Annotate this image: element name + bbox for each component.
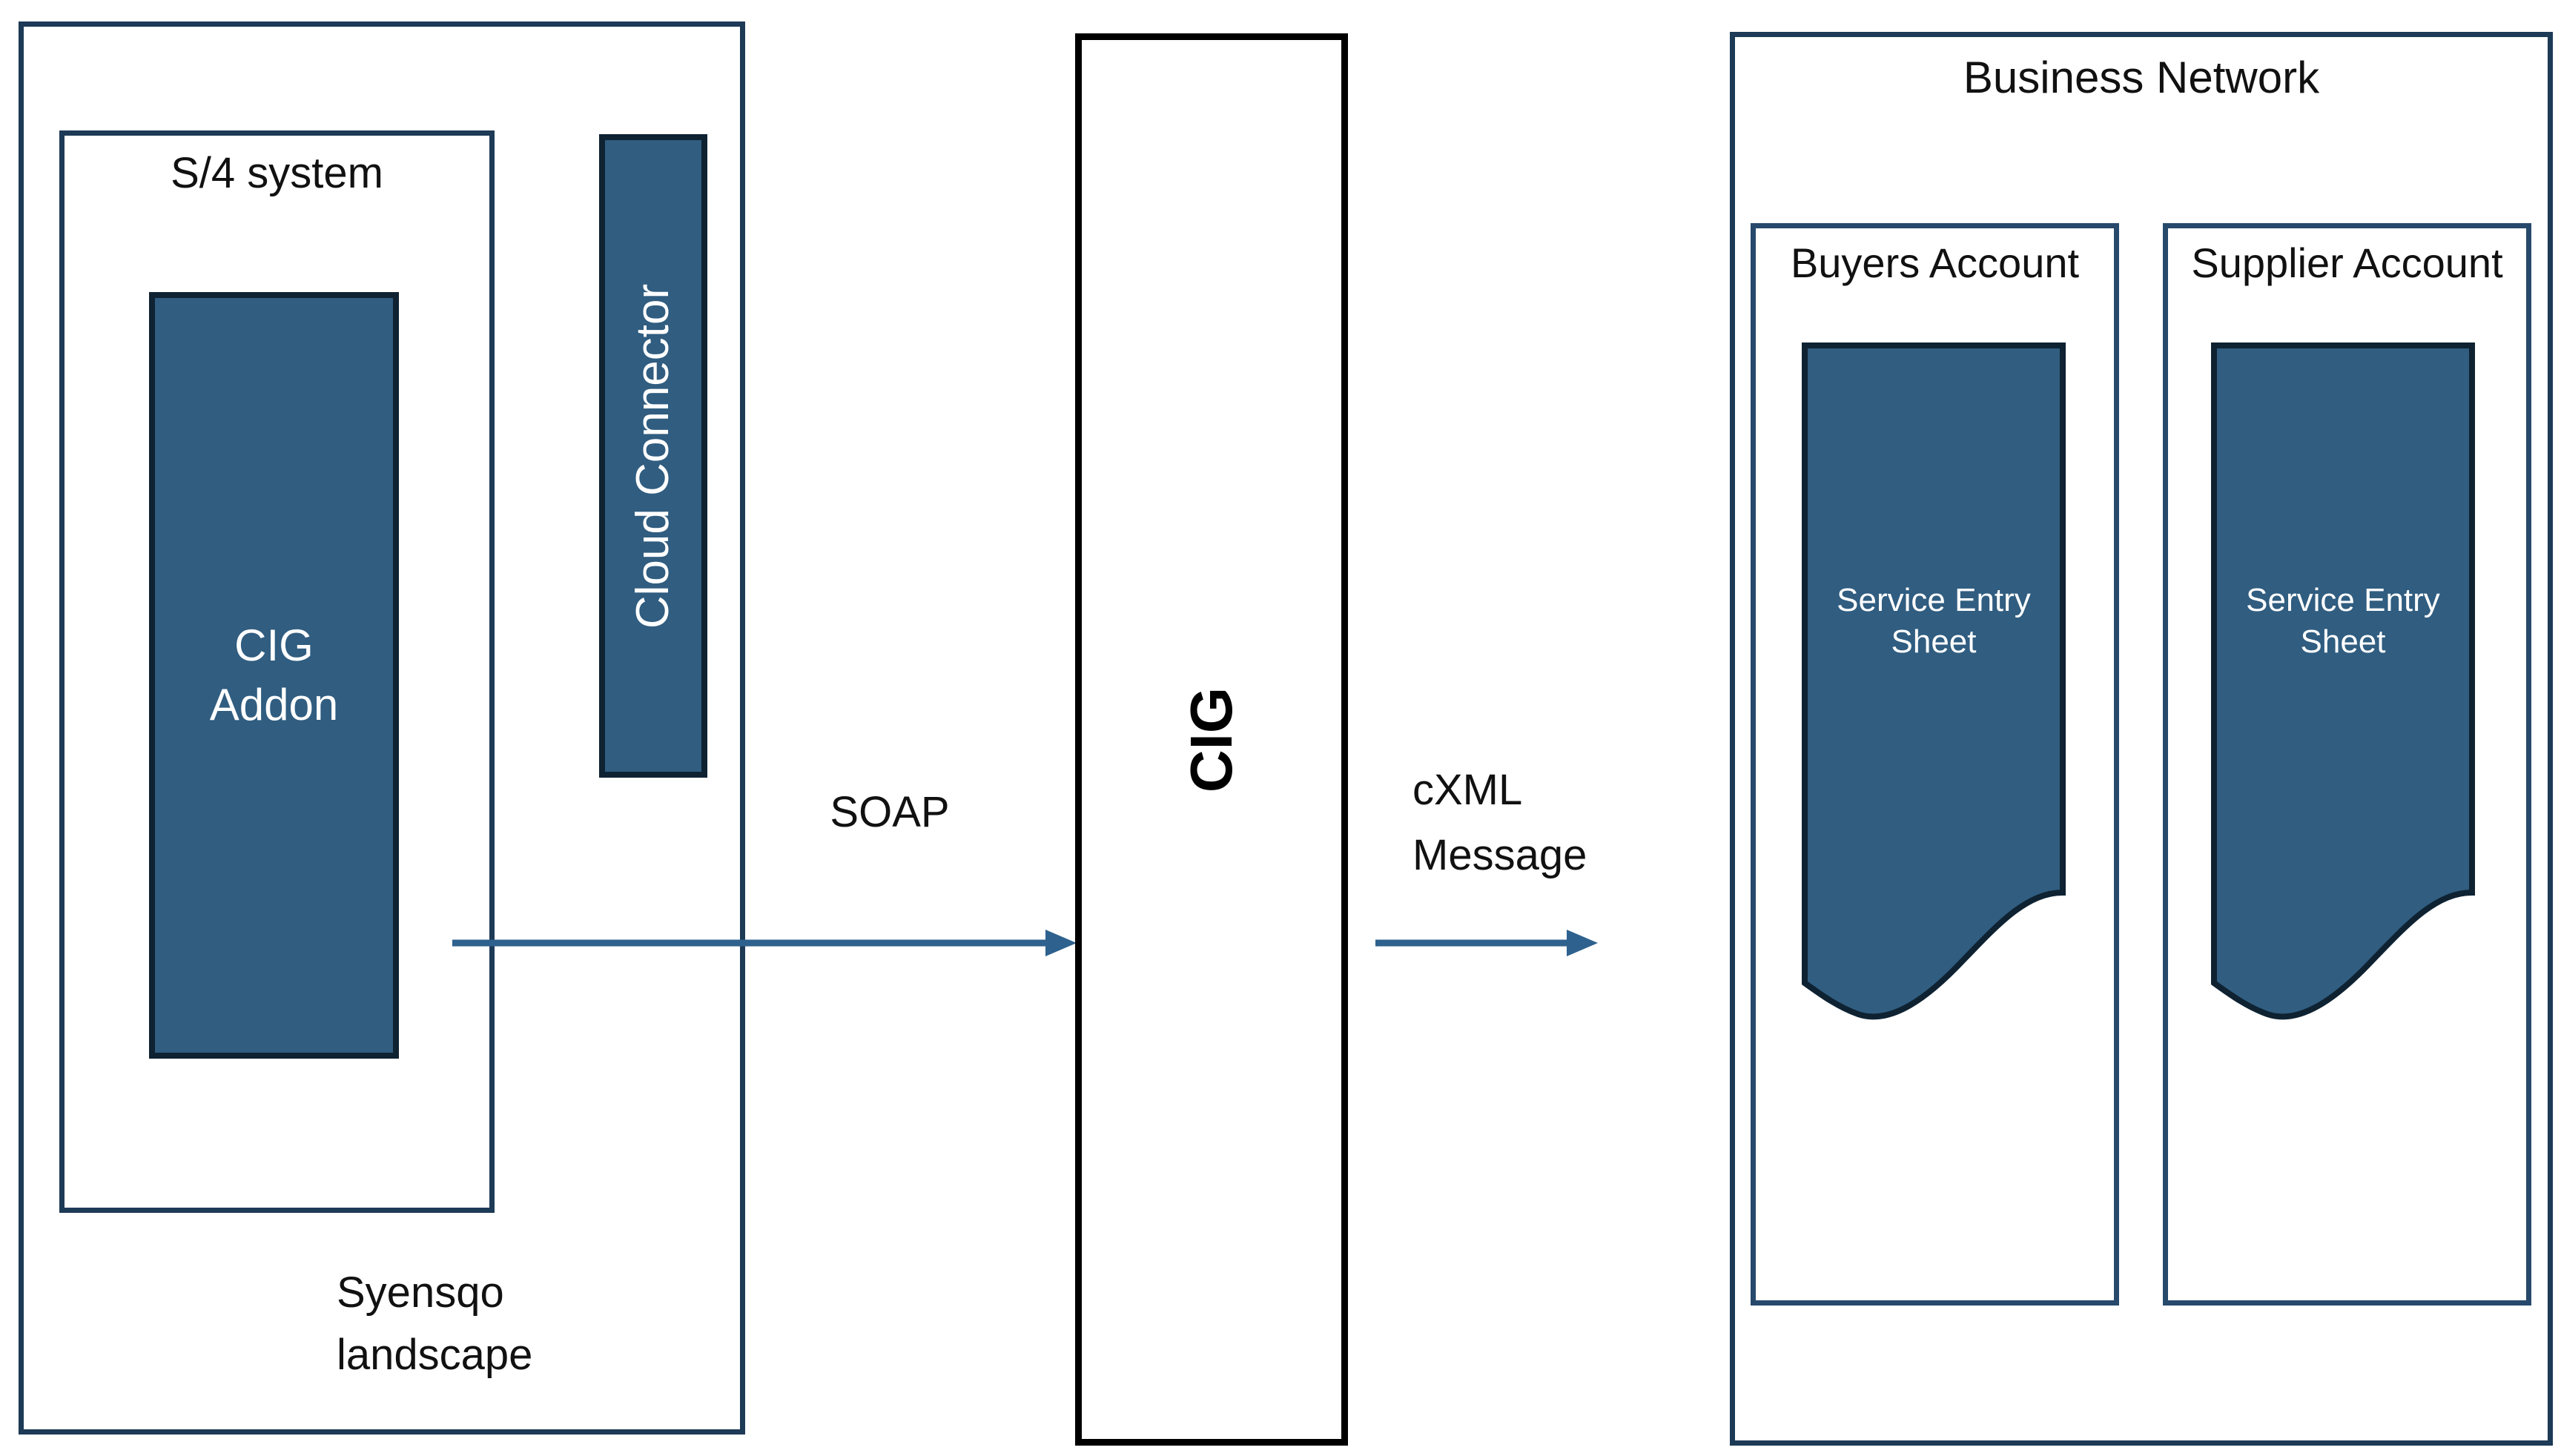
service-entry-sheet-label-line2: Sheet [1891,623,1977,660]
document-icon [1802,343,2066,1020]
cxml-message-label: cXML Message [1412,758,1587,888]
service-entry-sheet-shape-supplier: Service Entry Sheet [2211,343,2475,1032]
right-arrow-icon [452,930,1077,956]
service-entry-sheet-label-line1: Service Entry [1837,582,2031,618]
supplier-account-label: Supplier Account [2191,239,2503,286]
business-network-box [1730,32,2553,1446]
right-arrow-icon [1375,930,1598,956]
s4-system-box [59,130,495,1213]
cloud-connector-box: Cloud Connector [599,134,707,778]
service-entry-sheet-label-line1: Service Entry [2246,582,2440,618]
syensqo-landscape-box [19,21,745,1435]
service-entry-sheet-label-line2: Sheet [2300,623,2386,660]
service-entry-sheet-label: Service Entry Sheet [1802,580,2066,663]
cig-box: CIG [1075,33,1348,1446]
service-entry-sheet-label: Service Entry Sheet [2211,580,2475,663]
s4-system-title: S/4 system [171,149,383,197]
cxml-message-label-line2: Message [1412,831,1587,879]
cig-addon-label-line2: Addon [209,680,339,729]
service-entry-sheet-shape-buyers: Service Entry Sheet [1802,343,2066,1032]
supplier-account-box [2163,223,2531,1306]
business-network-title: Business Network [1963,53,2320,102]
cig-label: CIG [1177,686,1244,792]
syensqo-landscape-label-line2: landscape [337,1331,533,1379]
cxml-message-label-line1: cXML [1412,766,1523,814]
buyers-account-label: Buyers Account [1790,239,2080,286]
cxml-arrow [1375,925,1598,961]
soap-label: SOAP [830,788,950,836]
cloud-connector-label: Cloud Connector [627,283,679,629]
soap-arrow [452,925,1077,961]
cig-addon-box: CIG Addon [149,292,399,1059]
document-icon [2211,343,2475,1020]
syensqo-landscape-label: Syensqo landscape [337,1262,532,1386]
buyers-account-box [1751,223,2119,1306]
syensqo-landscape-label-line1: Syensqo [337,1268,504,1317]
cig-addon-label-line1: CIG [234,621,314,670]
